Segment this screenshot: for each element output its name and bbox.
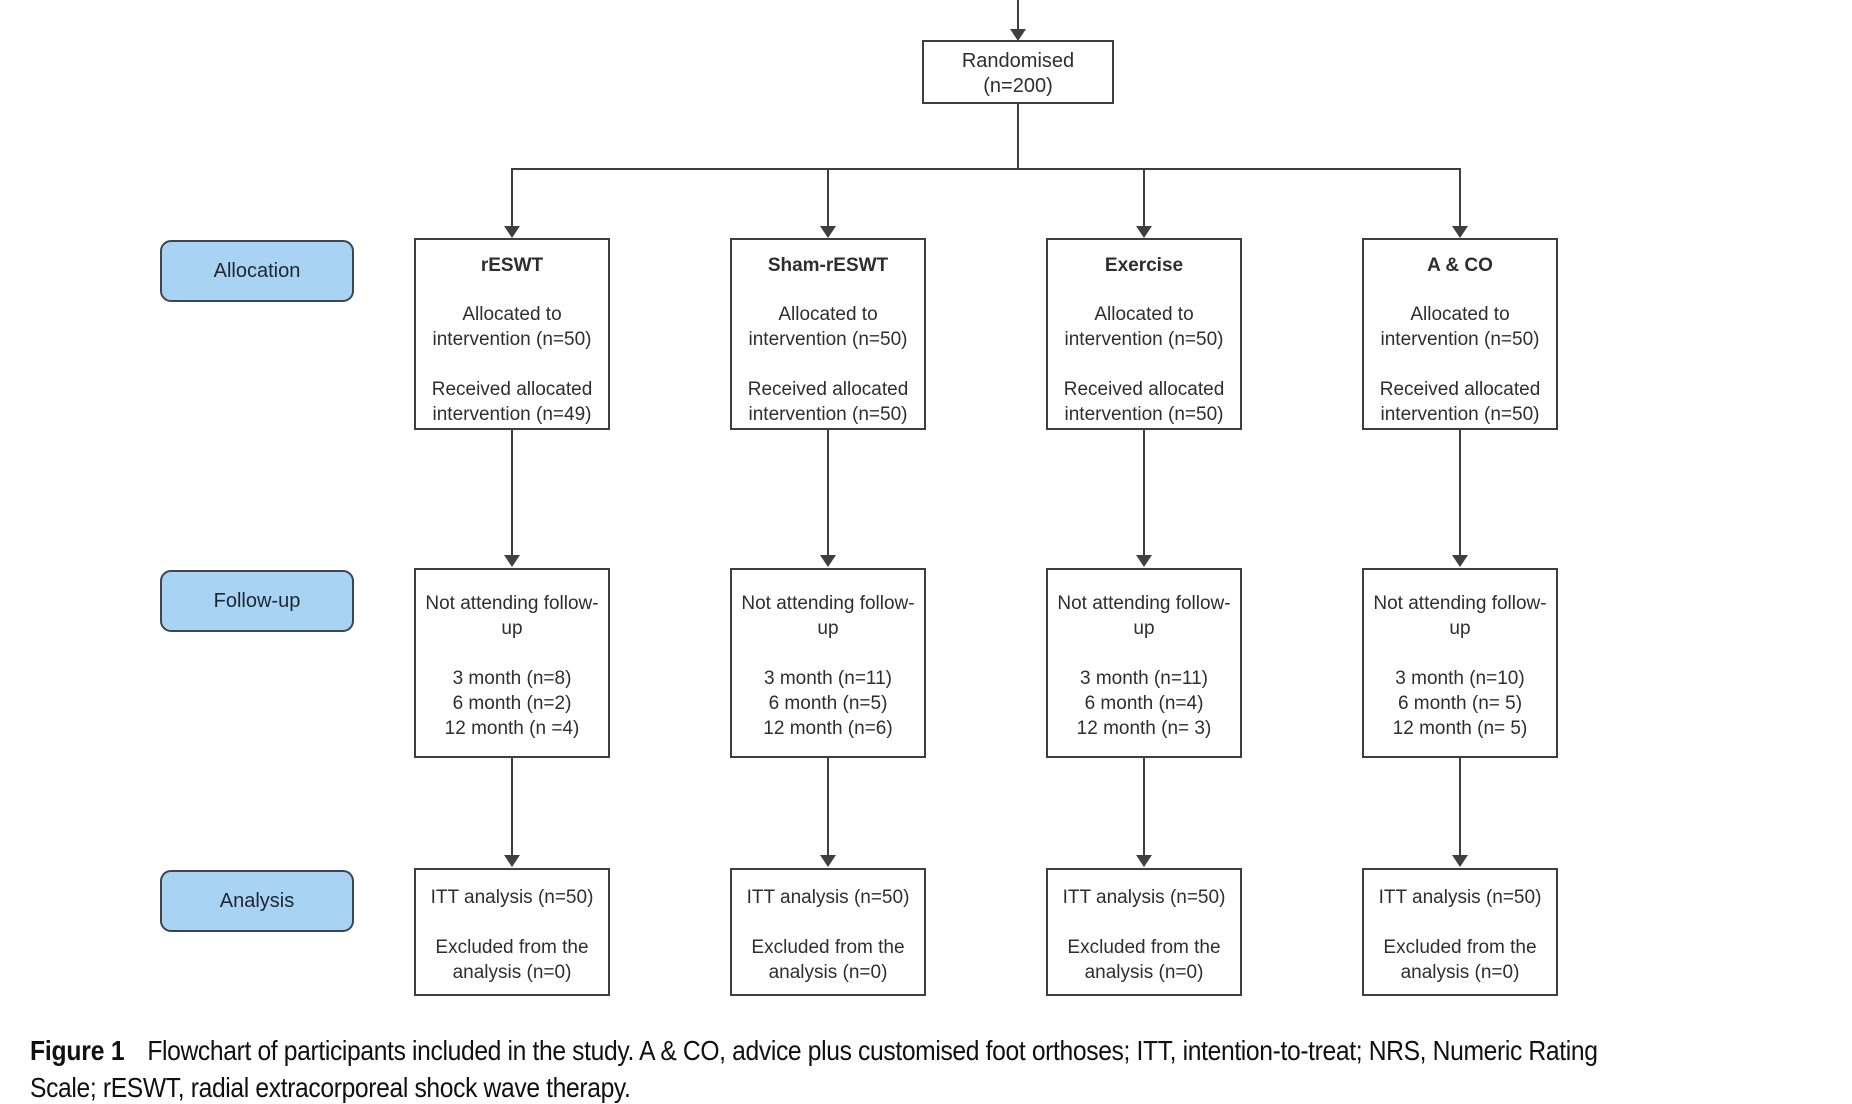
arm2-title: Sham-rESWT [767,255,889,276]
arrowhead-arm4-analysis-icon [1452,855,1468,867]
stage-label-analysis: Analysis [160,870,354,932]
arm1-title: rESWT [480,255,544,276]
arm3-analysis-box: ITT analysis (n=50) Excluded from the an… [1046,868,1242,996]
connector-arm2-followup-analysis [827,758,829,856]
connector-arm3-followup-analysis [1143,758,1145,856]
figure-caption-label: Figure 1 [30,1035,125,1066]
randomised-box: Randomised (n=200) [922,40,1114,104]
arm1-analysis-text: ITT analysis (n=50) Excluded from the an… [430,887,594,983]
arm3-allocation-text: Allocated to intervention (n=50) Receive… [1063,304,1225,425]
connector-arm1-followup-analysis [511,758,513,856]
connector-branch-line [511,168,1461,170]
arm2-analysis-box: ITT analysis (n=50) Excluded from the an… [730,868,926,996]
connector-arm3-alloc-followup [1143,430,1145,556]
arm4-followup-text: Not attending follow- up 3 month (n=10) … [1373,593,1547,739]
connector-incoming-top [1017,0,1019,30]
arm3-analysis-text: ITT analysis (n=50) Excluded from the an… [1062,887,1226,983]
arm3-allocation-box: Exercise Allocated to intervention (n=50… [1046,238,1242,430]
figure-caption-text1: Flowchart of participants included in th… [147,1035,1598,1066]
figure-caption: Figure 1 Flowchart of participants includ… [30,1032,1598,1104]
arrowhead-arm1-allocation-icon [504,226,520,238]
arm2-followup-box: Not attending follow- up 3 month (n=11) … [730,568,926,758]
arm1-followup-box: Not attending follow- up 3 month (n=8) 6… [414,568,610,758]
connector-arm1-alloc-followup [511,430,513,556]
stage-label-followup-text: Follow-up [213,589,301,612]
arrowhead-arm2-analysis-icon [820,855,836,867]
arm4-analysis-text: ITT analysis (n=50) Excluded from the an… [1378,887,1542,983]
arrowhead-arm3-analysis-icon [1136,855,1152,867]
figure-caption-line2: Scale; rESWT, radial extracorporeal shoc… [30,1069,1598,1104]
arrowhead-into-randomised-icon [1010,29,1026,41]
arm2-followup-text: Not attending follow- up 3 month (n=11) … [741,593,915,739]
arrowhead-arm3-allocation-icon [1136,226,1152,238]
arrowhead-arm1-followup-icon [504,555,520,567]
figure-caption-line1: Figure 1 Flowchart of participants includ… [30,1032,1598,1069]
connector-drop-arm4 [1459,170,1461,227]
stage-label-followup: Follow-up [160,570,354,632]
stage-label-analysis-text: Analysis [219,889,295,912]
arm3-title: Exercise [1104,255,1184,276]
connector-drop-arm2 [827,170,829,227]
arm1-followup-text: Not attending follow- up 3 month (n=8) 6… [425,593,599,739]
arm3-followup-box: Not attending follow- up 3 month (n=11) … [1046,568,1242,758]
arrowhead-arm2-allocation-icon [820,226,836,238]
arm2-allocation-text: Allocated to intervention (n=50) Receive… [747,304,909,425]
connector-arm4-alloc-followup [1459,430,1461,556]
arm2-allocation-box: Sham-rESWT Allocated to intervention (n=… [730,238,926,430]
arm1-allocation-text: Allocated to intervention (n=50) Receive… [431,304,593,425]
arrowhead-arm4-allocation-icon [1452,226,1468,238]
randomised-line1: Randomised [961,50,1075,72]
arm4-allocation-box: A & CO Allocated to intervention (n=50) … [1362,238,1558,430]
connector-randomised-drop [1017,104,1019,169]
stage-label-allocation: Allocation [160,240,354,302]
arm1-allocation-box: rESWT Allocated to intervention (n=50) R… [414,238,610,430]
arrowhead-arm4-followup-icon [1452,555,1468,567]
arrowhead-arm2-followup-icon [820,555,836,567]
arm4-title: A & CO [1427,255,1493,276]
arm2-analysis-text: ITT analysis (n=50) Excluded from the an… [746,887,910,983]
arm4-analysis-box: ITT analysis (n=50) Excluded from the an… [1362,868,1558,996]
connector-arm2-alloc-followup [827,430,829,556]
randomised-line2: (n=200) [983,75,1053,97]
arrowhead-arm1-analysis-icon [504,855,520,867]
stage-label-allocation-text: Allocation [213,259,301,282]
arm3-followup-text: Not attending follow- up 3 month (n=11) … [1057,593,1231,739]
figure-caption-text2: Scale; rESWT, radial extracorporeal shoc… [30,1072,631,1103]
arm1-analysis-box: ITT analysis (n=50) Excluded from the an… [414,868,610,996]
arrowhead-arm3-followup-icon [1136,555,1152,567]
connector-drop-arm3 [1143,170,1145,227]
arm4-followup-box: Not attending follow- up 3 month (n=10) … [1362,568,1558,758]
arm4-allocation-text: Allocated to intervention (n=50) Receive… [1379,304,1541,425]
connector-arm4-followup-analysis [1459,758,1461,856]
connector-drop-arm1 [511,170,513,227]
